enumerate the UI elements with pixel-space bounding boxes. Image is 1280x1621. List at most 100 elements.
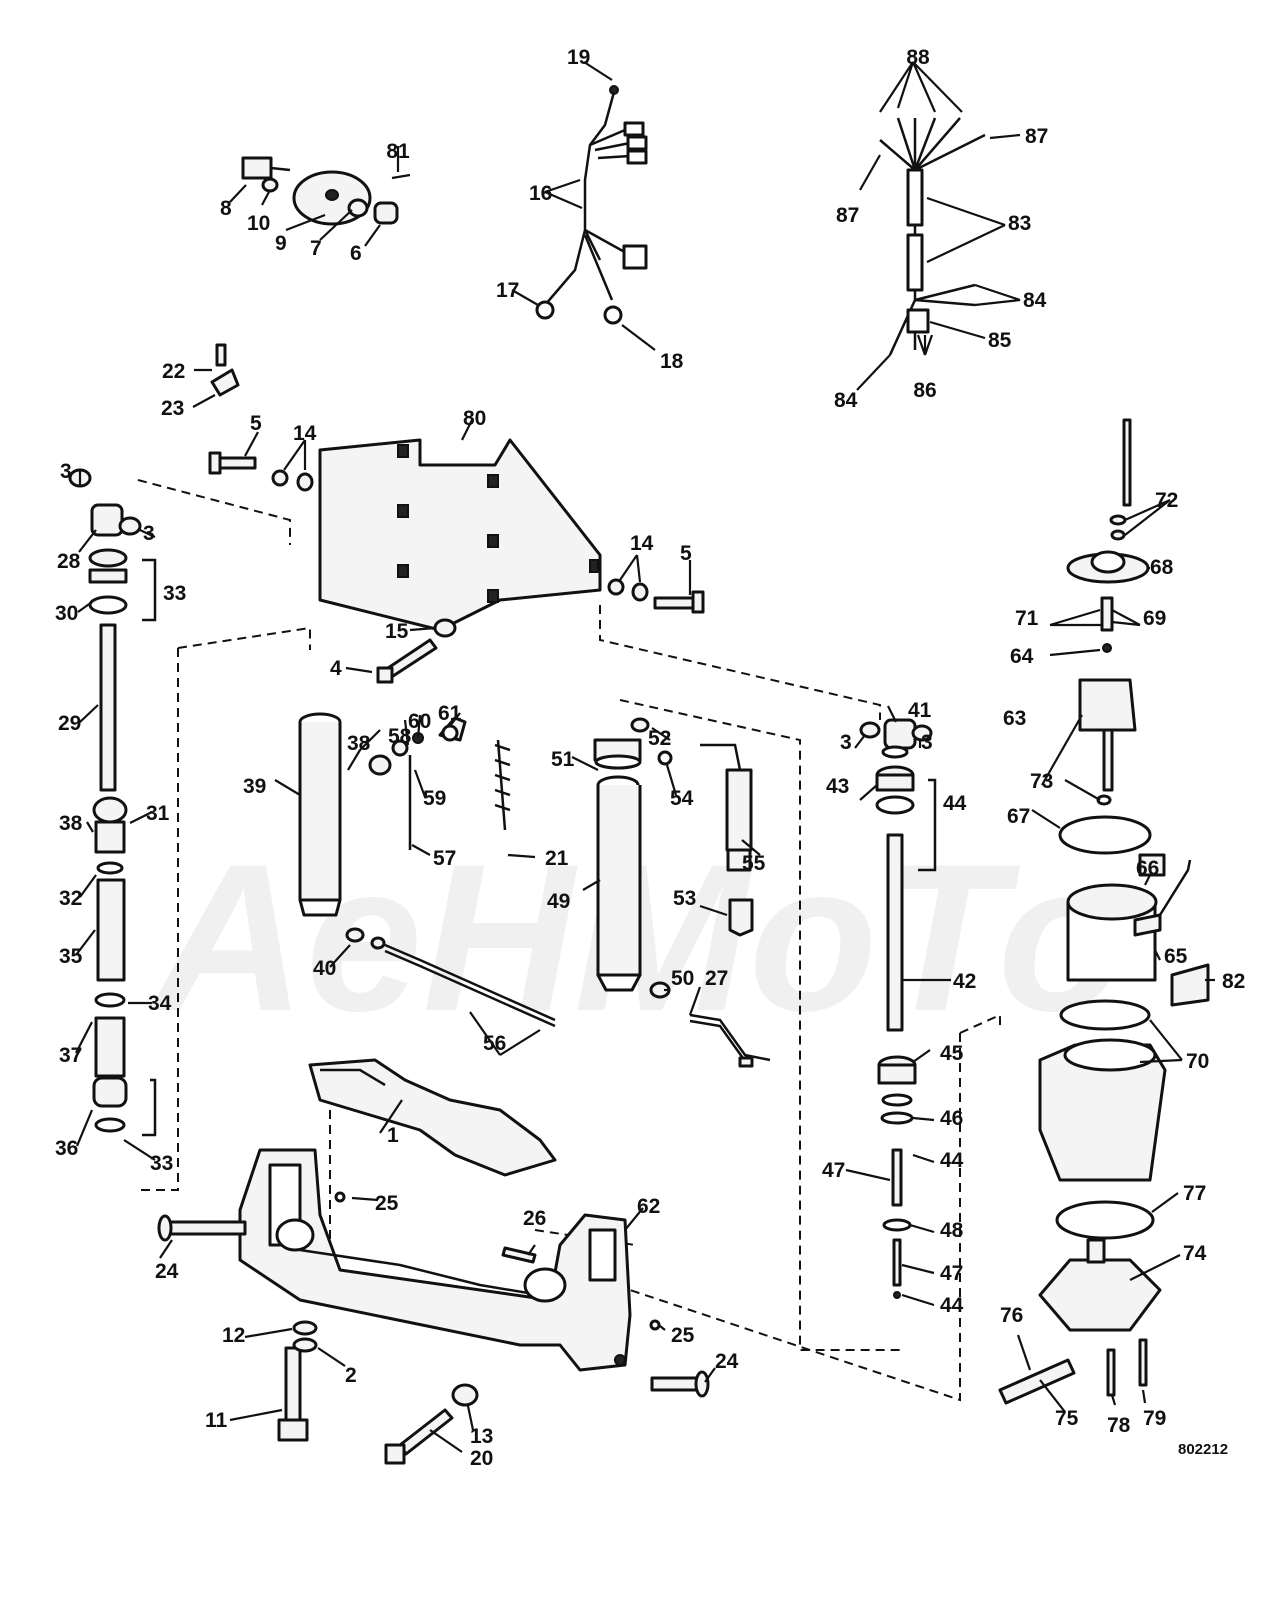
- callout-12: 12: [222, 1324, 245, 1347]
- callout-85: 85: [988, 329, 1012, 352]
- callout-53: 53: [673, 887, 696, 910]
- callout-64: 64: [1010, 645, 1034, 668]
- callout-74: 74: [1183, 1242, 1207, 1265]
- callout-34: 34: [148, 992, 172, 1015]
- part-8-switch: [241, 156, 273, 180]
- callout-55: 55: [742, 852, 766, 875]
- callout-50: 50: [671, 967, 694, 990]
- callout-62: 62: [637, 1195, 660, 1218]
- callout-60: 60: [408, 710, 431, 733]
- callout-63: 63: [1003, 707, 1026, 730]
- callout-58: 58: [388, 725, 412, 748]
- callout-18: 18: [660, 350, 684, 373]
- callout-56: 56: [483, 1032, 506, 1055]
- callout-88: 88: [906, 46, 930, 69]
- callout-26: 26: [523, 1207, 546, 1230]
- callout-45: 45: [940, 1042, 964, 1065]
- callout-39: 39: [243, 775, 266, 798]
- callout-22: 22: [162, 360, 185, 383]
- callout-35: 35: [59, 945, 83, 968]
- callout-86: 86: [913, 379, 936, 402]
- callout-19: 19: [567, 46, 590, 69]
- callout-51: 51: [551, 748, 575, 771]
- callout-47: 47: [822, 1159, 845, 1182]
- callout-15: 15: [385, 620, 409, 643]
- callout-14: 14: [293, 422, 317, 445]
- callout-87-b: 87: [836, 204, 859, 227]
- callout-25: 25: [375, 1192, 399, 1215]
- callout-24: 24: [155, 1260, 179, 1283]
- callout-41: 41: [908, 699, 932, 722]
- callout-5: 5: [250, 412, 262, 435]
- callout-43: 43: [826, 775, 849, 798]
- callout-76: 76: [1000, 1304, 1023, 1327]
- callout-69: 69: [1143, 607, 1166, 630]
- callout-44-c: 44: [940, 1294, 964, 1317]
- callout-59: 59: [423, 787, 446, 810]
- callout-30: 30: [55, 602, 78, 625]
- callout-7: 7: [310, 237, 322, 260]
- callout-labels: 19 88 87 81 16 8 10 9 7 6 87 83 17 84 85…: [55, 46, 1245, 1470]
- drawing-number: 802212: [1178, 1441, 1228, 1458]
- callout-10: 10: [247, 212, 270, 235]
- callout-31: 31: [146, 802, 170, 825]
- callout-54: 54: [670, 787, 694, 810]
- callout-81: 81: [386, 140, 410, 163]
- fasteners-upper: [208, 451, 705, 684]
- callout-33-b: 33: [150, 1152, 173, 1175]
- callout-46: 46: [940, 1107, 963, 1130]
- callout-72: 72: [1155, 489, 1178, 512]
- callout-2: 2: [345, 1364, 357, 1387]
- callout-32: 32: [59, 887, 82, 910]
- callout-80: 80: [463, 407, 486, 430]
- callout-21: 21: [545, 847, 569, 870]
- callout-61: 61: [438, 702, 462, 725]
- callout-3: 3: [60, 460, 72, 483]
- callout-17: 17: [496, 279, 519, 302]
- callout-83: 83: [1008, 212, 1031, 235]
- callout-79: 79: [1143, 1407, 1166, 1430]
- callout-3-c: 3: [840, 731, 852, 754]
- callout-1: 1: [387, 1124, 399, 1147]
- valve-parts: [368, 716, 511, 850]
- callout-73: 73: [1030, 770, 1053, 793]
- fittings-53-55-27: [689, 743, 771, 1068]
- callout-52: 52: [648, 727, 671, 750]
- callout-8: 8: [220, 197, 232, 220]
- callout-40: 40: [313, 957, 336, 980]
- callout-4: 4: [330, 657, 342, 680]
- callout-36: 36: [55, 1137, 78, 1160]
- callout-11: 11: [205, 1409, 228, 1432]
- callout-13: 13: [470, 1425, 493, 1448]
- right-cylinder-stack: [859, 718, 937, 1299]
- callout-44-b: 44: [940, 1149, 964, 1172]
- assembly-lines: [137, 479, 1001, 1402]
- callout-84-b: 84: [834, 389, 858, 412]
- callout-75: 75: [1055, 1407, 1079, 1430]
- left-cylinder-stack: [68, 468, 157, 1137]
- callout-77: 77: [1183, 1182, 1206, 1205]
- callout-87: 87: [1025, 125, 1048, 148]
- harness-83: [879, 117, 986, 356]
- callout-9: 9: [275, 232, 287, 255]
- part-80-shield: [318, 438, 602, 632]
- callout-42: 42: [953, 970, 976, 993]
- pump-motor-stack: [998, 418, 1210, 1405]
- bolt-22-23: [210, 343, 240, 397]
- callout-57: 57: [433, 847, 456, 870]
- callout-28: 28: [57, 550, 81, 573]
- callout-23: 23: [161, 397, 184, 420]
- callout-68: 68: [1150, 556, 1174, 579]
- callout-66: 66: [1136, 857, 1159, 880]
- callout-6: 6: [350, 242, 362, 265]
- callout-71: 71: [1015, 607, 1039, 630]
- part-1-arm: [308, 1058, 557, 1177]
- part-49-cylinder: [593, 717, 673, 999]
- part-6-knob: [373, 201, 399, 225]
- callout-47-b: 47: [940, 1262, 963, 1285]
- callout-16: 16: [529, 182, 552, 205]
- callout-29: 29: [58, 712, 81, 735]
- callout-20: 20: [470, 1447, 493, 1470]
